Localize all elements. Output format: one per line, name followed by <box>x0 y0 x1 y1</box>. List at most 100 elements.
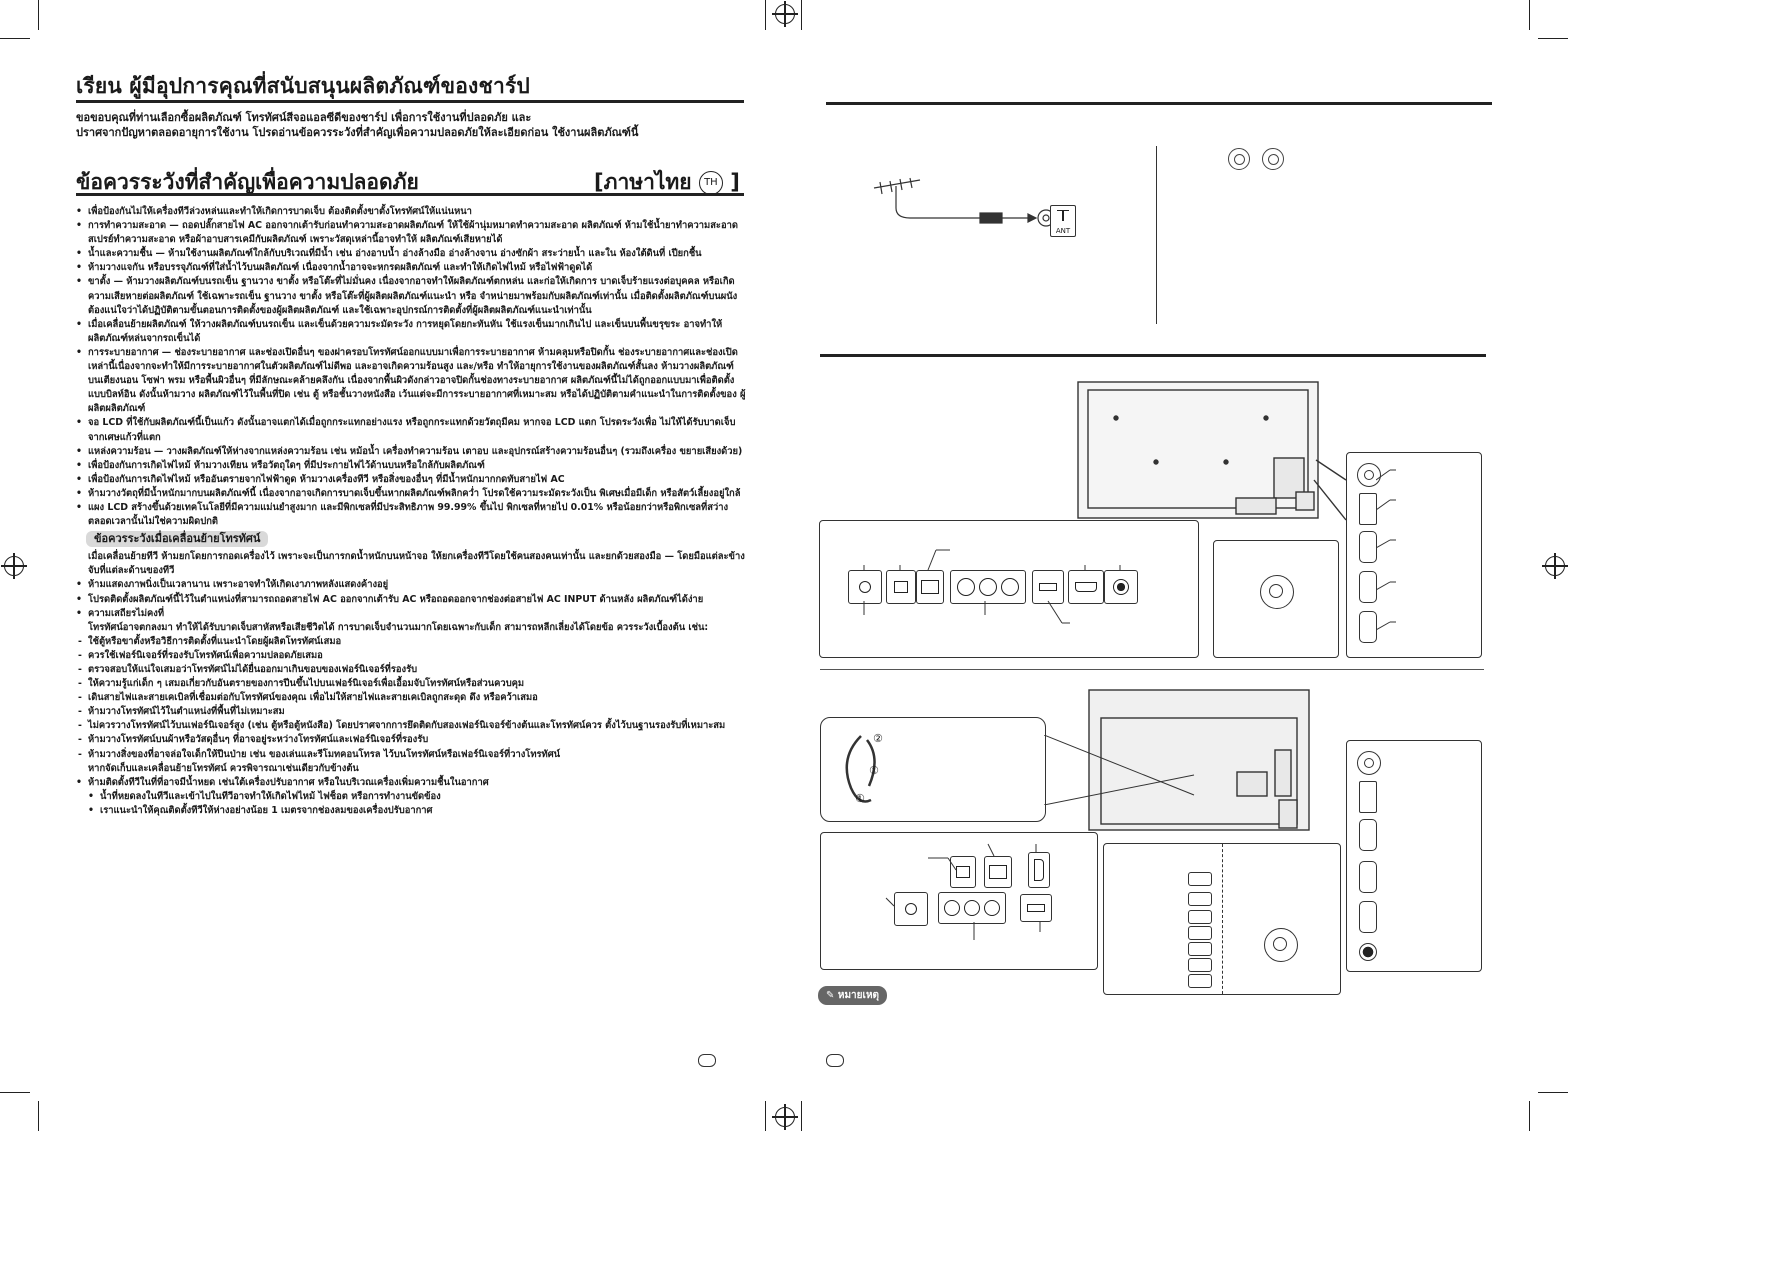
divider <box>820 669 1484 670</box>
note-label: หมายเหตุ <box>837 990 880 1001</box>
stability-item: ห้ามวางโทรทัศน์ไว้ในตำแหน่งที่พื้นที่ไม่… <box>74 705 746 719</box>
cable-clamp-detail: ② ① ① <box>820 717 1046 822</box>
control-panel <box>1103 843 1341 995</box>
registration-mark-icon <box>1 553 27 579</box>
section-rule <box>76 193 744 196</box>
crop-mark <box>765 0 766 30</box>
language-close: ] <box>730 170 740 194</box>
registration-mark-icon <box>772 1104 798 1130</box>
list-item: จอ LCD ที่ใช้กับผลิตภัณฑ์นี้เป็นแก้ว ดัง… <box>74 416 746 444</box>
lan-port-icon <box>984 856 1012 888</box>
intro-line: ปราศจากปัญหาตลอดอายุการใช้งาน โปรดอ่านข้… <box>76 126 639 139</box>
divider <box>1222 844 1223 994</box>
hdmi-port-icon <box>1359 861 1377 893</box>
hdmi-port-icon <box>1359 531 1377 563</box>
title-rule <box>76 100 744 103</box>
list-item: ห้ามวางวัตถุที่มีน้ำหนักมากบนผลิตภัณฑ์นี… <box>74 487 746 501</box>
channel-down-button-icon <box>1188 942 1212 956</box>
power-joystick-icon <box>1260 575 1294 609</box>
joystick-icon <box>1228 148 1250 170</box>
crop-mark <box>1538 38 1568 39</box>
headphone-port-icon <box>1359 943 1377 961</box>
list-item: แหล่งความร้อน — วางผลิตภัณฑ์ให้ห่างจากแห… <box>74 445 746 459</box>
moving-text: เมื่อเคลื่อนย้ายทีวี ห้ามยกโดยการกอดเครื… <box>88 551 745 577</box>
note-badge: ✎ หมายเหตุ <box>818 986 888 1005</box>
tv-rear-diagram <box>1088 689 1310 831</box>
step-label: ① <box>855 792 865 805</box>
lan-port-icon <box>916 570 944 604</box>
stability-text: โทรทัศน์อาจตกลงมา ทำให้ได้รับบาดเจ็บสาหั… <box>88 621 709 633</box>
ant-port-icon: ANT <box>1050 205 1076 237</box>
crop-mark <box>801 1101 802 1131</box>
av-input-port-icon <box>938 892 1006 924</box>
channel-up-button-icon <box>1188 926 1212 940</box>
volume-down-button-icon <box>1188 974 1212 988</box>
port-callouts <box>885 843 1041 940</box>
cable-clamp-icon <box>845 735 876 803</box>
list-item: การระบายอากาศ — ช่องระบายอากาศ และช่องเป… <box>74 346 746 416</box>
list-item: ห้ามวางแจกัน หรือบรรจุภัณฑ์ที่ใส่น้ำไว้บ… <box>74 261 746 275</box>
port-callouts <box>863 549 1121 624</box>
crop-mark <box>38 1101 39 1131</box>
page-title: เรียน ผู้มีอุปการคุณที่สนับสนุนผลิตภัณฑ์… <box>76 74 530 98</box>
side-port-panel <box>1346 452 1482 658</box>
right-mid-rule <box>820 354 1486 357</box>
tv-rear-diagram <box>1077 381 1347 521</box>
usb-port-icon <box>1020 894 1052 922</box>
power-joystick-icon <box>1264 928 1298 962</box>
stability-item: ห้ามวางโทรทัศน์บนผ้าหรือวัสดุอื่นๆ ที่อา… <box>74 733 746 747</box>
stability-item: ใช้ตู้หรือขาตั้งหรือวิธีการติดตั้งที่แนะ… <box>74 635 746 649</box>
registration-mark-icon <box>1542 553 1568 579</box>
stability-item: ให้ความรู้แก่เด็ก ๆ เสมอเกี่ยวกับอันตราย… <box>74 677 746 691</box>
list-item: แผง LCD สร้างขึ้นด้วยเทคโนโลยีที่มีความแ… <box>74 501 746 529</box>
usb-port-icon <box>950 856 976 888</box>
hdmi-port-icon <box>1359 571 1377 603</box>
crop-mark <box>1529 0 1530 30</box>
step-label: ② <box>873 732 883 745</box>
control-button-icon <box>1188 910 1212 924</box>
antenna-diagram <box>873 177 1055 227</box>
list-item: ขาตั้ง — ห้ามวางผลิตภัณฑ์บนรถเข็น ฐานวาง… <box>74 275 746 317</box>
crop-mark <box>801 0 802 30</box>
stability-footer: หากจัดเก็บและเคลื่อนย้ายโทรทัศน์ ควรพิจา… <box>88 762 359 774</box>
antenna-port-icon <box>1357 463 1381 487</box>
step-label: ① <box>869 764 879 777</box>
crop-mark <box>1529 1101 1530 1131</box>
moving-subheading-row: ข้อควรระวังเมื่อเคลื่อนย้ายโทรทัศน์ <box>74 529 746 550</box>
usb-port-icon <box>886 570 916 604</box>
control-button-icon <box>1188 872 1212 886</box>
stability-item: ห้ามวางสิ่งของที่อาจล่อใจเด็กให้ปีนป่าย … <box>74 748 746 762</box>
list-item: ห้ามติดตั้งทีวีในที่ที่อาจมีน้ำหยด เช่นใ… <box>74 776 746 790</box>
list-item: เพื่อป้องกันไม่ให้เครื่องทีวีล่วงหล่นและ… <box>74 205 746 219</box>
stability-item: เดินสายไฟและสายเคเบิลที่เชื่อมต่อกับโทรท… <box>74 691 746 705</box>
list-item: เพื่อป้องกันการเกิดไฟไหม้ ห้ามวางเทียน ห… <box>74 459 746 473</box>
list-item: โปรดติดตั้งผลิตภัณฑ์นี้ไว้ในตำแหน่งที่สา… <box>74 593 746 607</box>
intro-text: ขอขอบคุณที่ท่านเลือกซื้อผลิตภัณฑ์ โทรทัศ… <box>76 110 746 140</box>
sub-list-item: เราแนะนำให้คุณติดตั้งทีวีให้ห่างอย่างน้อ… <box>74 804 746 818</box>
joystick-icon <box>1262 148 1284 170</box>
hdmi-port-icon <box>1359 611 1377 643</box>
hdmi-port-icon <box>1028 852 1050 888</box>
hdmi-port-icon <box>1359 901 1377 933</box>
crop-mark <box>1538 1092 1568 1093</box>
side-callouts <box>1376 469 1396 631</box>
list-item: เมื่อเคลื่อนย้ายผลิตภัณฑ์ ให้วางผลิตภัณฑ… <box>74 318 746 346</box>
stability-heading: ความเสถียรไม่คงที่ <box>74 607 746 621</box>
list-item: เพื่อป้องกันการเกิดไฟไหม้ หรืออันตรายจาก… <box>74 473 746 487</box>
list-item: น้ำและความชื้น — ห้ามใช้งานผลิตภัณฑ์ใกล้… <box>74 247 746 261</box>
intro-line: ขอขอบคุณที่ท่านเลือกซื้อผลิตภัณฑ์ โทรทัศ… <box>76 111 532 124</box>
usb-port-icon <box>1359 493 1377 525</box>
av-input-port-icon <box>950 570 1026 604</box>
optical-port-icon <box>894 892 928 926</box>
crop-mark <box>0 38 30 39</box>
stability-item: ไม่ควรวางโทรทัศน์ไว้บนเฟอร์นิเจอร์สูง (เ… <box>74 719 746 733</box>
crop-mark <box>765 1101 766 1131</box>
ant-label: ANT <box>1055 227 1071 235</box>
moving-subheading: ข้อควรระวังเมื่อเคลื่อนย้ายโทรทัศน์ <box>86 531 269 548</box>
side-port-panel <box>1346 740 1482 972</box>
stability-item: ควรใช้เฟอร์นิเจอร์ที่รองรับโทรทัศน์เพื่อ… <box>74 649 746 663</box>
control-button-icon <box>1188 892 1212 906</box>
control-panel <box>1213 540 1339 658</box>
sub-list-item: น้ำที่หยดลงในทีวีและเข้าไปในทีวีอาจทำให้… <box>74 790 746 804</box>
divider <box>1156 146 1157 324</box>
